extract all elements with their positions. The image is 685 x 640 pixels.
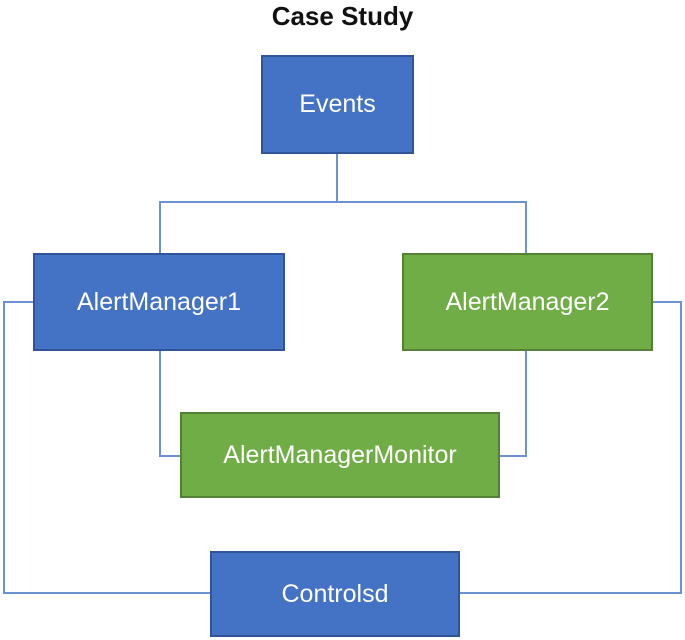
edge-alertmanager2-to-controlsd-h1: [651, 301, 682, 303]
edge-branch-horizontal: [159, 201, 527, 203]
node-alertmanager2-label: AlertManager2: [445, 287, 610, 316]
node-alertmanager1-label: AlertManager1: [77, 287, 241, 316]
edge-alertmanager2-to-monitor-v: [525, 351, 527, 457]
edge-alertmanager2-to-monitor-h: [499, 455, 527, 457]
edge-alertmanager1-to-controlsd-h1: [3, 301, 34, 303]
edge-alertmanager1-to-controlsd-v: [3, 301, 5, 594]
edge-alertmanager2-to-controlsd-v: [680, 301, 682, 594]
diagram-title: Case Study: [271, 1, 414, 31]
node-events-label: Events: [299, 90, 376, 118]
node-alertmanagermonitor: AlertManagerMonitor: [180, 412, 500, 498]
edge-events-to-branch: [336, 154, 338, 202]
edge-alertmanager1-to-monitor-v: [159, 351, 161, 457]
node-alertmanager2: AlertManager2: [402, 253, 653, 351]
edge-alertmanager1-to-controlsd-h2: [3, 592, 211, 594]
edge-branch-to-alertmanager1: [159, 201, 161, 254]
node-alertmanager1: AlertManager1: [33, 253, 285, 351]
edge-alertmanager1-to-monitor-h: [159, 455, 182, 457]
node-controlsd-label: Controlsd: [281, 579, 389, 608]
edge-alertmanager2-to-controlsd-h2: [459, 592, 682, 594]
node-alertmanagermonitor-label: AlertManagerMonitor: [223, 440, 457, 469]
edge-branch-to-alertmanager2: [525, 201, 527, 254]
node-events: Events: [261, 55, 414, 154]
node-controlsd: Controlsd: [210, 551, 460, 637]
